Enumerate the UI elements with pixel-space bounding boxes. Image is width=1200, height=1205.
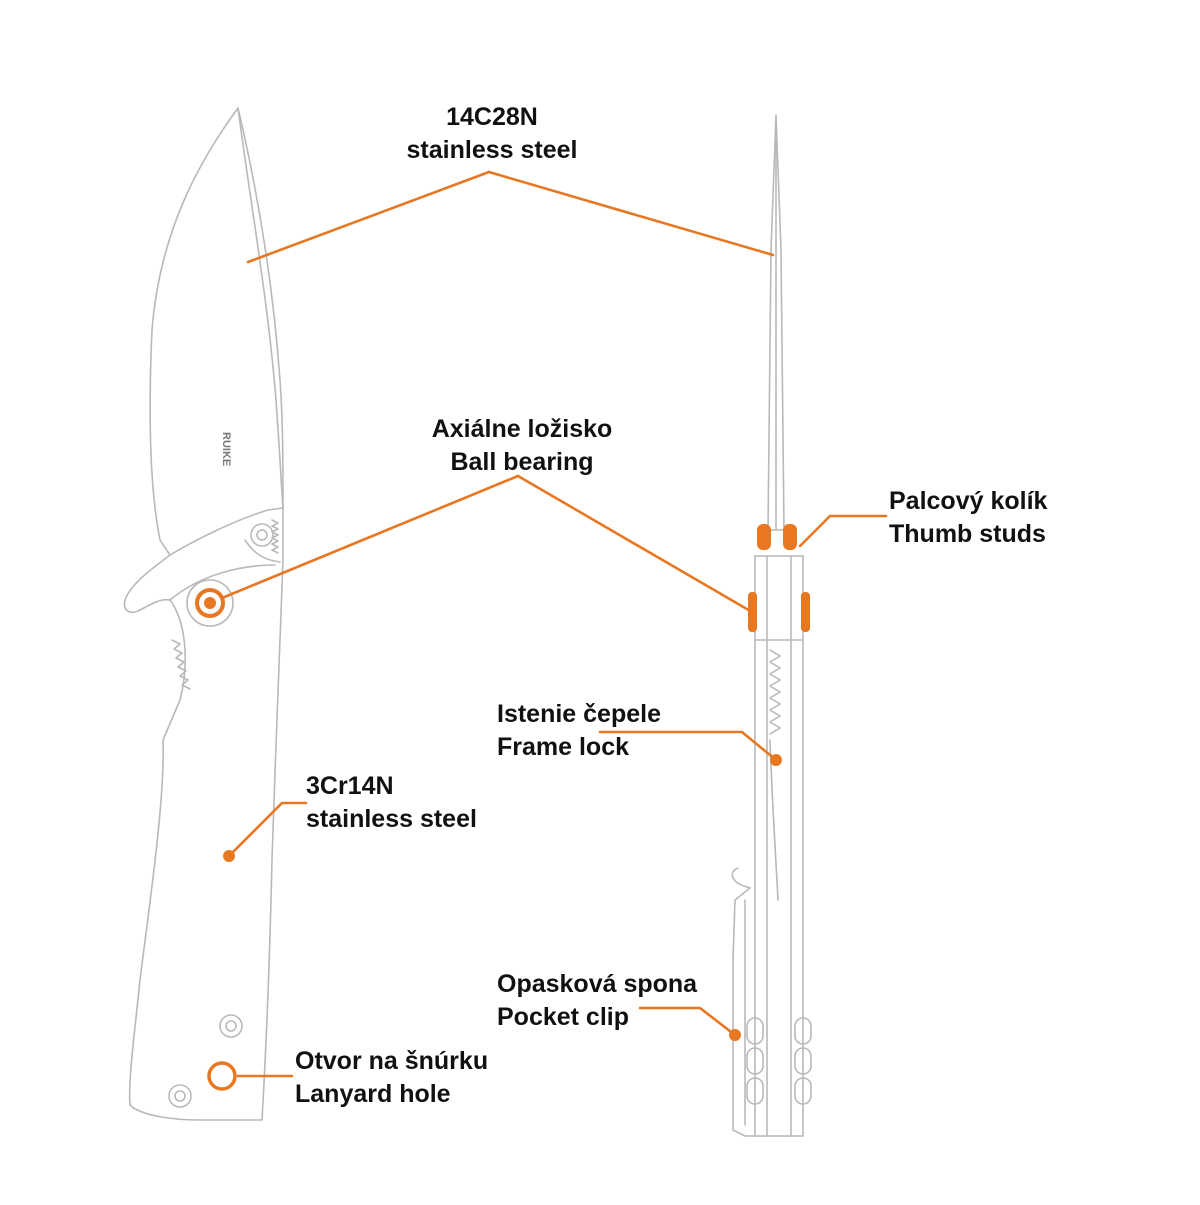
leader-ball-bearing-right [516,474,754,614]
leader-handle-steel-dot [223,850,235,862]
thumb-stud-right [783,524,797,550]
callout-line: Otvor na šnúrku [295,1047,489,1075]
callout-handle-steel: 3Cr14N stainless steel [306,770,477,836]
callout-line: stainless steel [406,136,578,164]
handle-screw-bottom-inner [174,1090,186,1102]
callout-line: Pocket clip [497,1003,629,1031]
brand-mark: RUIKE [220,432,232,466]
callout-lanyard-hole: Otvor na šnúrku Lanyard hole [295,1045,488,1111]
pivot-center [204,597,216,609]
callout-frame-lock: Istenie čepele Frame lock [497,698,661,764]
handle-screw-bottom [168,1084,192,1108]
blade-jimping [271,519,279,554]
blade-outline [149,107,284,556]
callout-line: Istenie čepele [497,700,661,728]
handle-jimping [171,639,191,690]
callout-line: 3Cr14N [306,772,394,800]
callout-line: Axiálne ložisko [431,415,613,443]
callout-line: stainless steel [306,805,477,833]
clip-cutout-1 [746,1017,764,1045]
blade-stop-screw [250,523,274,547]
clip-cutout-6 [794,1077,812,1105]
pocket-clip-outline [731,867,756,1137]
callout-ball-bearing: Axiálne ložisko Ball bearing [432,413,613,479]
handle-inner-line-2 [244,539,281,563]
leader-pocket-clip-dot [729,1029,741,1041]
handle-inner-line [169,564,276,601]
pivot-bearing-icon [195,588,225,618]
frame-lock-jimping [769,649,781,735]
callout-thumb-studs: Palcový kolík Thumb studs [889,485,1047,551]
knife-edge-view [731,114,812,1137]
clip-cutout-4 [794,1017,812,1045]
leader-blade-steel-left [246,170,491,264]
clip-cutout-2 [746,1047,764,1075]
handle-screw-top-inner [225,1020,237,1032]
knife-side-view: RUIKE [123,107,284,1121]
leader-thumb-studs [798,514,888,548]
callout-pocket-clip: Opasková spona Pocket clip [497,968,697,1034]
callout-line: Lanyard hole [295,1080,451,1108]
leader-handle-steel [227,801,308,858]
leader-frame-lock-dot [770,754,782,766]
edge-handle [754,555,804,1137]
handle-outline [123,507,284,1121]
leader-ball-bearing-left [220,474,520,600]
leader-lines [220,170,888,1078]
clip-cutout-3 [746,1077,764,1105]
handle-screw-top [219,1014,243,1038]
callout-line: Opasková spona [497,970,698,998]
callout-blade-steel: 14C28N stainless steel [407,101,578,167]
thumb-stud-left [757,524,771,550]
leader-blade-steel-right [487,170,775,257]
callout-line: 14C28N [446,103,538,131]
pivot-washer-right [801,592,810,632]
callout-line: Frame lock [497,733,630,761]
clip-cutout-5 [794,1047,812,1075]
leader-pocket-clip [638,1006,737,1037]
blade-grind-line [237,107,284,509]
pivot-outer [186,579,234,627]
callout-line: Palcový kolík [889,487,1048,515]
callout-line: Ball bearing [450,448,594,476]
blade-stop-screw-inner [256,529,268,541]
lanyard-hole-icon [207,1061,237,1091]
callout-line: Thumb studs [889,520,1046,548]
leader-frame-lock [598,730,778,762]
